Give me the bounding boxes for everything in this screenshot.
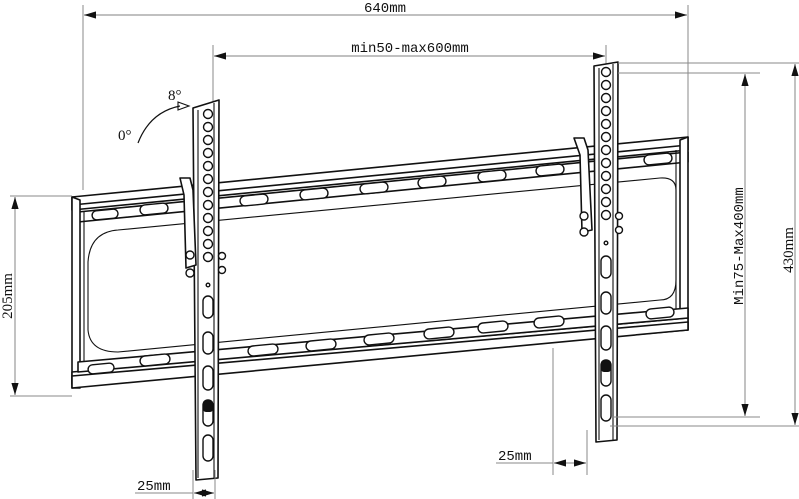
right-tilt-latch (573, 137, 624, 237)
dimension-left-arm-width: 25mm (135, 470, 216, 499)
bottom-slots (87, 306, 675, 375)
dimension-overall-height: 430mm (610, 62, 799, 427)
dimension-overall-width: 640mm (82, 1, 689, 190)
tilt-indicator: 0° 8° (118, 88, 191, 144)
left-tilt-latch (179, 177, 227, 278)
vesa-horizontal-label: min50-max600mm (351, 41, 469, 57)
dimension-right-arm-width: 25mm (496, 348, 588, 475)
tilt-end-angle: 8° (168, 88, 182, 104)
right-vertical-arm (573, 61, 624, 443)
vesa-vertical-label: Min75-Max400mm (732, 187, 748, 305)
dimension-vesa-vertical: Min75-Max400mm (612, 72, 760, 418)
right-arm-holes (600, 66, 612, 246)
dimension-vesa-horizontal: min50-max600mm (212, 41, 607, 105)
left-arm-width-label: 25mm (137, 479, 171, 495)
dimension-wall-plate-height: 205mm (0, 195, 72, 397)
wall-plate-height-label: 205mm (0, 273, 16, 319)
overall-height-label: 430mm (781, 227, 797, 273)
left-vertical-arm (179, 99, 227, 481)
overall-width-label: 640mm (364, 1, 406, 17)
right-arm-width-label: 25mm (498, 449, 532, 465)
tilt-start-angle: 0° (118, 128, 132, 144)
left-arm-holes (202, 108, 214, 288)
top-slots (91, 152, 673, 221)
